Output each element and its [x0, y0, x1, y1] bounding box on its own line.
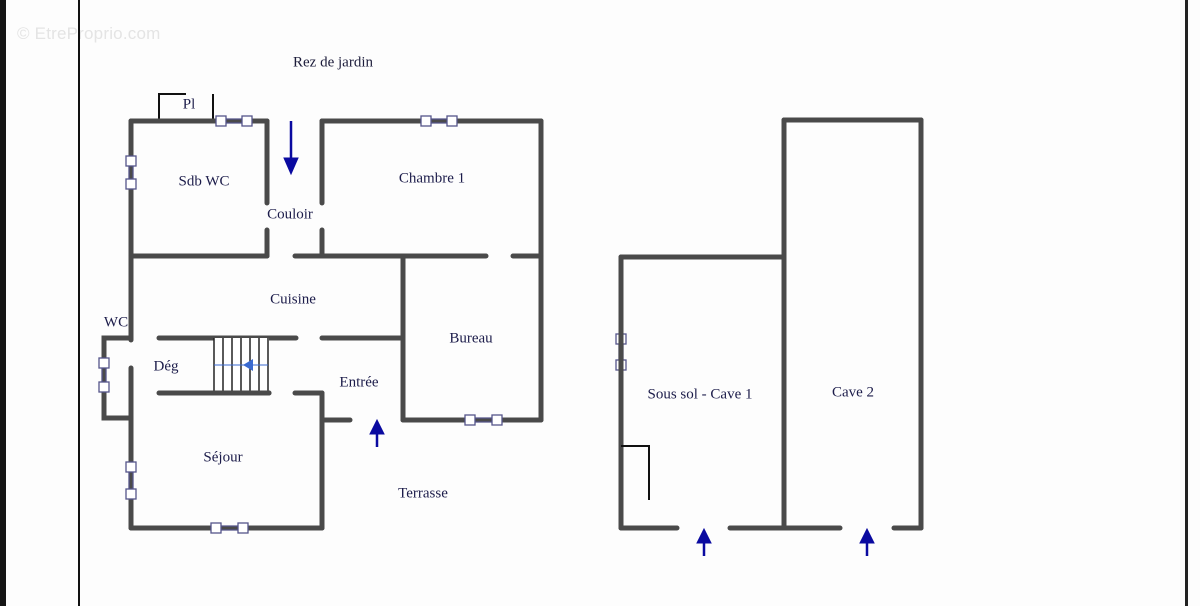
room-label-sejour: Séjour — [203, 449, 243, 466]
cave1-arrow-icon — [696, 527, 712, 556]
frame-left-border — [78, 0, 80, 606]
left-edge-strip — [0, 0, 6, 606]
window-icon — [464, 414, 503, 426]
window-icon — [215, 115, 253, 127]
room-label-bureau: Bureau — [449, 330, 493, 347]
floor-title: Rez de jardin — [293, 54, 373, 71]
window-icon — [98, 357, 110, 393]
room-label-chambre1: Chambre 1 — [398, 170, 466, 187]
window-icon — [420, 115, 458, 127]
frame-right-border — [1185, 0, 1188, 606]
placard-wall — [158, 93, 186, 121]
room-label-terrasse: Terrasse — [398, 485, 448, 502]
room-label-cave1: Sous sol - Cave 1 — [647, 386, 753, 403]
room-label-sdb-wc: Sdb WC — [178, 173, 230, 190]
window-icon — [125, 155, 137, 190]
room-label-couloir: Couloir — [267, 206, 313, 223]
entree-arrow-icon — [369, 418, 385, 447]
window-icon — [210, 522, 249, 534]
staircase — [211, 338, 272, 396]
room-label-cave2: Cave 2 — [831, 384, 875, 401]
room-label-entree: Entrée — [339, 374, 379, 391]
window-icon — [125, 461, 137, 500]
watermark: © EtreProprio.com — [17, 24, 161, 43]
couloir-arrow-icon — [283, 121, 299, 176]
cave1-partition — [621, 445, 650, 500]
ground-floor-walls — [101, 93, 544, 531]
room-label-pl: Pl — [182, 96, 196, 113]
room-label-wc: WC — [103, 314, 129, 331]
room-label-cuisine: Cuisine — [270, 291, 316, 308]
basement-walls — [618, 117, 924, 531]
room-label-deg: Dég — [153, 358, 179, 375]
cave2-arrow-icon — [859, 527, 875, 556]
stair-arrow-icon — [243, 359, 253, 371]
